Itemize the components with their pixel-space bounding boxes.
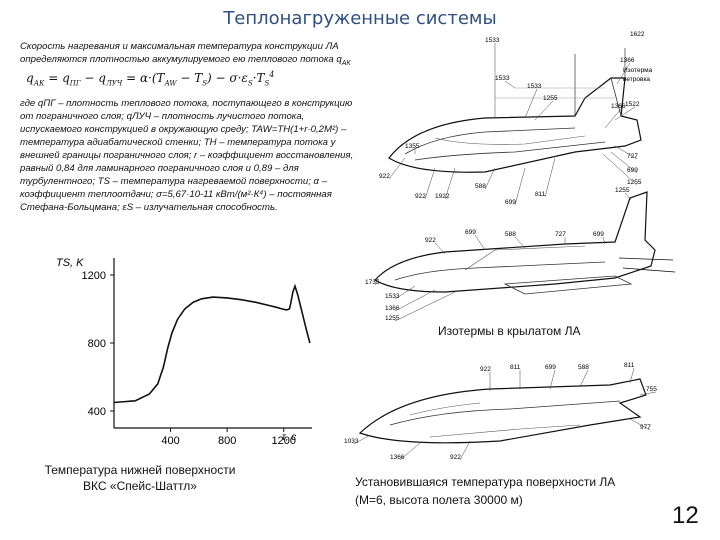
x-tick-label: 1200 — [271, 435, 295, 447]
diagram-label: 1922 — [435, 193, 450, 200]
diagram-label: 755 — [646, 386, 657, 393]
diagram-label: 922 — [379, 173, 390, 180]
diagram-label: 1735 — [365, 279, 380, 286]
diagram-label: 811 — [535, 191, 546, 198]
leader-line — [514, 167, 526, 206]
aircraft-outline — [358, 378, 647, 444]
diagram-label: 811 — [510, 364, 521, 371]
leader-line — [614, 106, 636, 121]
diagram-label: 1533 — [495, 75, 510, 82]
leader-line — [549, 369, 556, 390]
formula-description: где qПГ – плотность теплового потока, по… — [20, 98, 354, 213]
leader-line — [624, 192, 632, 201]
diagram-label: 588 — [578, 364, 589, 371]
leader-line — [504, 80, 516, 89]
leader-line — [629, 367, 635, 384]
diagram-label: 922 — [480, 366, 491, 373]
y-tick-label: 1200 — [82, 270, 106, 282]
diagram-note: Изотерма — [623, 67, 653, 74]
lower-surface-caption: Температура нижней поверхности ВКС «Спей… — [20, 462, 260, 494]
leader-line — [444, 167, 456, 200]
diagram-label: 1355 — [405, 143, 420, 150]
y-tick-label: 800 — [88, 338, 106, 350]
leader-line — [459, 440, 471, 461]
leader-line — [514, 236, 526, 249]
diagram-label: 699 — [505, 199, 516, 206]
diagram-label: 1533 — [385, 293, 400, 300]
x-axis-label: τ, с — [282, 432, 296, 443]
isotherms-caption: Изотермы в крылатом ЛА — [438, 324, 581, 338]
leader-line — [604, 108, 622, 129]
lower-surface-caption-line2: ВКС «Спейс-Шаттл» — [83, 479, 197, 493]
leader-line — [474, 234, 486, 251]
diagram-label: 588 — [505, 231, 516, 238]
y-axis-label: TS, K — [56, 257, 84, 269]
diagram-label: 699 — [627, 167, 638, 174]
diagram-label: 1255 — [615, 187, 630, 194]
leader-line — [388, 157, 406, 180]
side-fuselage-outline — [374, 191, 656, 293]
diagram-label: 1255 — [543, 95, 558, 102]
leader-line — [616, 62, 631, 85]
diagram-label: 1366 — [385, 305, 400, 312]
leader-line — [353, 434, 371, 445]
intro-text: Скорость нагревания и максимальная темпе… — [20, 41, 351, 67]
temperature-chart: TS, K τ, с 1200 800 400 400 800 1200 — [56, 257, 312, 447]
leader-line — [544, 157, 556, 198]
diagram-label: 1533 — [485, 37, 500, 44]
fuselage-outline — [388, 77, 642, 173]
leader-line — [534, 100, 554, 121]
shuttle-plan-view: 153316221366153312551366135515331922Изот… — [379, 31, 653, 206]
diagram-label: 1522 — [625, 101, 640, 108]
leader-line — [399, 442, 421, 461]
leader-line — [424, 167, 436, 200]
leader-line — [639, 391, 657, 396]
leader-line — [629, 418, 651, 431]
leader-line — [602, 236, 606, 245]
leader-line — [394, 291, 456, 322]
x-tick-label: 800 — [218, 435, 236, 447]
diagram-label: 1533 — [527, 83, 542, 90]
page-number: 12 — [672, 502, 699, 529]
diagram-label: 922 — [425, 237, 436, 244]
leader-line — [434, 242, 446, 255]
diagram-label: 699 — [593, 231, 604, 238]
diagram-label: 699 — [545, 364, 556, 371]
diagram-label: 922 — [450, 454, 461, 461]
leader-line — [374, 279, 380, 286]
leader-line — [614, 145, 638, 160]
x-tick-label: 400 — [161, 435, 179, 447]
steady-caption-line2: (M=6, высота полета 30000 м) — [355, 493, 523, 507]
steady-temperature-caption: Установившаяся температура поверхности Л… — [355, 473, 675, 509]
aircraft-steady-temperature: 92281169958881175510339771366922 — [344, 362, 657, 461]
y-tick-label: 400 — [88, 406, 106, 418]
diagram-label: 1033 — [344, 438, 359, 445]
diagram-label: 1366 — [611, 103, 626, 110]
slide-title: Теплонагруженные системы — [223, 8, 497, 29]
diagram-label: 1255 — [385, 315, 400, 322]
steady-caption-line1: Установившаяся температура поверхности Л… — [355, 475, 616, 489]
lower-surface-caption-line1: Температура нижней поверхности — [44, 463, 236, 477]
temperature-curve — [113, 283, 311, 404]
leader-line — [602, 153, 638, 186]
diagram-label: 588 — [475, 183, 486, 190]
leader-line — [579, 369, 589, 388]
diagram-label: 1366 — [620, 57, 635, 64]
diagram-label: 811 — [624, 362, 635, 369]
diagram-label: 699 — [465, 229, 476, 236]
diagram-label: 727 — [555, 231, 566, 238]
leader-line — [610, 151, 638, 174]
leader-line — [524, 88, 538, 119]
diagram-label: 1366 — [390, 454, 405, 461]
leader-line — [394, 289, 436, 312]
heat-balance-formula: qАК = qПГ − qЛУЧ = α·(TAW − TS) − σ·εS·T… — [26, 70, 275, 88]
diagram-note: ветровка — [623, 76, 650, 83]
diagram-label: 922 — [415, 193, 426, 200]
diagram-label: 1622 — [630, 31, 645, 38]
shuttle-side-view: 922 699 588 727 699 1735 1533 1366 1255 1255 — [365, 187, 676, 322]
leader-line — [484, 167, 496, 190]
leader-line — [394, 285, 416, 300]
